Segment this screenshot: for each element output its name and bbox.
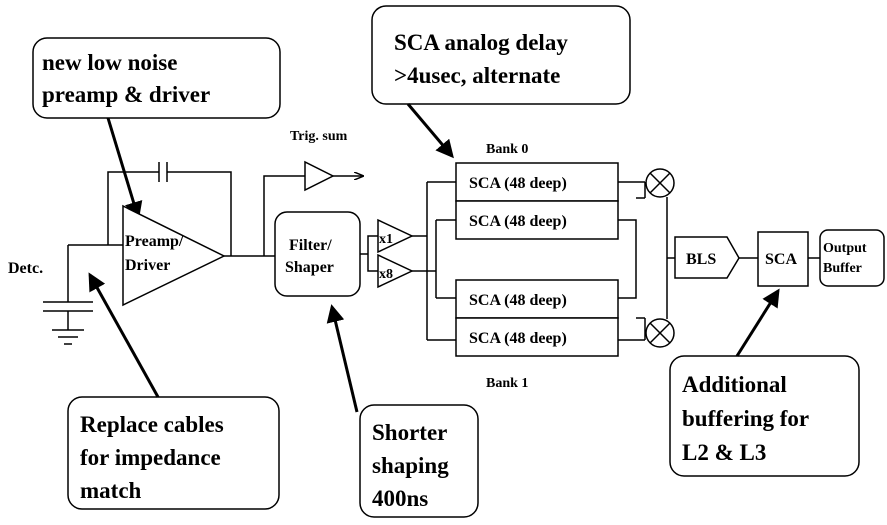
mux-to-bls-wires: [666, 197, 675, 319]
sca-cell-3-label: SCA (48 deep): [469, 292, 567, 309]
callout-preamp: new low noise preamp & driver: [32, 37, 281, 119]
filter-to-gains: [360, 235, 378, 272]
filter-label-2: Shaper: [285, 259, 334, 276]
sca-cell-4: SCA (48 deep): [455, 317, 619, 357]
preamp-label-2: Driver: [125, 257, 170, 274]
sca-cell-1: SCA (48 deep): [455, 162, 619, 202]
sca-cell-2: SCA (48 deep): [455, 200, 619, 240]
gain-x8-label: x8: [379, 267, 393, 282]
callout-cables-line-1: Replace cables: [80, 412, 224, 437]
gain-to-sca-wires: [412, 181, 456, 341]
sca-out-label: SCA: [765, 251, 797, 268]
preamp-driver: Preamp/ Driver: [122, 204, 226, 307]
bank0-label: Bank 0: [486, 142, 528, 157]
callout-buffering: Additional buffering for L2 & L3: [669, 355, 860, 477]
sca-output-block: SCA: [757, 231, 809, 287]
callout-cables-line-3: match: [80, 478, 142, 503]
callout-shaping-line-1: Shorter: [372, 420, 447, 445]
sca-cell-4-label: SCA (48 deep): [469, 330, 567, 347]
sca-cell-1-label: SCA (48 deep): [469, 175, 567, 192]
detector-label: Detc.: [8, 260, 43, 277]
callout-sca-delay: SCA analog delay >4usec, alternate: [371, 5, 631, 105]
callout-shaping-line-2: shaping: [372, 453, 449, 478]
callout-buffering-line-3: L2 & L3: [682, 440, 766, 465]
gain-x1-label: x1: [379, 232, 393, 247]
filter-label-1: Filter/: [289, 237, 332, 254]
feedback-capacitor: [107, 162, 232, 256]
callout-shaping-arrow: [326, 304, 359, 413]
callout-cables-line-2: for impedance: [80, 445, 221, 470]
callout-sca-delay-line-1: SCA analog delay: [394, 30, 568, 55]
sca-cell-3: SCA (48 deep): [455, 279, 619, 319]
mux-bottom: [645, 318, 675, 348]
callout-sca-delay-line-2: >4usec, alternate: [394, 63, 560, 88]
output-buffer-label-1: Output: [823, 241, 867, 256]
detector: Detc.: [8, 245, 93, 345]
callout-buffering-arrow: [735, 288, 780, 357]
callout-buffering-line-1: Additional: [682, 372, 787, 397]
callout-sca-delay-arrow: [406, 103, 454, 159]
trigger-sum: Trig. sum: [263, 129, 363, 256]
filter-shaper: Filter/ Shaper: [274, 211, 361, 297]
mux-top: [645, 168, 675, 198]
output-buffer-label-2: Buffer: [823, 261, 862, 276]
callout-preamp-line-2: preamp & driver: [42, 82, 210, 107]
bls-block: BLS: [674, 236, 740, 279]
callout-preamp-line-1: new low noise: [42, 50, 177, 75]
trig-sum-label: Trig. sum: [290, 129, 348, 144]
callout-buffering-line-2: buffering for: [682, 406, 809, 431]
callout-shaping: Shorter shaping 400ns: [359, 404, 479, 518]
gain-x1: x1: [377, 218, 414, 254]
gain-x8: x8: [377, 253, 414, 289]
callout-cables: Replace cables for impedance match: [67, 396, 280, 510]
preamp-label-1: Preamp/: [125, 233, 184, 250]
sca-cell-2-label: SCA (48 deep): [469, 213, 567, 230]
sca-to-mux-wires: [618, 181, 646, 341]
callout-preamp-arrow: [106, 117, 143, 220]
callout-cables-arrow: [88, 272, 160, 398]
output-buffer-block: Output Buffer: [819, 229, 885, 287]
callout-shaping-line-3: 400ns: [372, 486, 428, 511]
bank1-label: Bank 1: [486, 376, 528, 391]
bls-label: BLS: [686, 251, 716, 268]
